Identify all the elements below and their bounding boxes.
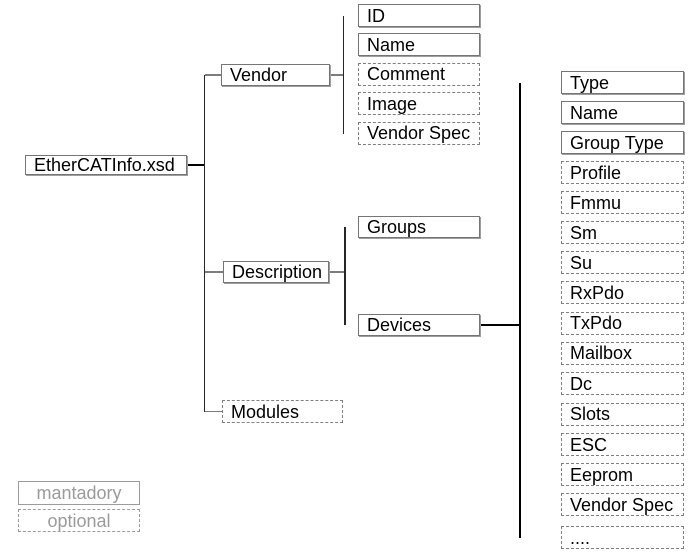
node-txpdo: TxPdo xyxy=(561,311,684,335)
node-comment: Comment xyxy=(358,62,480,86)
node-slots: Slots xyxy=(561,402,684,426)
connector-devices-to-children xyxy=(480,323,520,327)
node-device-name: Name xyxy=(561,101,684,124)
trunk-devices-children xyxy=(518,82,521,538)
node-ellipsis: .... xyxy=(561,526,684,549)
node-ethercatinfo-xsd: EtherCATInfo.xsd xyxy=(25,155,187,175)
node-devices: Devices xyxy=(358,314,480,336)
legend-mandatory: mantadory xyxy=(18,481,140,505)
node-vendor-name: Name xyxy=(358,33,480,56)
legend-optional: optional xyxy=(18,509,140,532)
connector-vendor-to-children xyxy=(330,74,343,76)
trunk-description-children xyxy=(344,227,346,325)
node-modules: Modules xyxy=(222,400,343,423)
node-profile: Profile xyxy=(561,161,684,184)
node-dc: Dc xyxy=(561,372,684,395)
node-sm: Sm xyxy=(561,221,684,244)
node-vendor-spec: Vendor Spec xyxy=(358,121,480,145)
node-device-type: Type xyxy=(561,71,684,94)
connector-description-to-children xyxy=(329,271,345,273)
node-esc: ESC xyxy=(561,433,684,456)
node-image: Image xyxy=(358,92,480,115)
trunk-vendor-children xyxy=(342,15,345,134)
stub-description xyxy=(205,271,223,273)
node-su: Su xyxy=(561,251,684,274)
node-fmmu: Fmmu xyxy=(561,191,684,214)
node-description: Description xyxy=(223,261,329,283)
node-vendor: Vendor xyxy=(221,64,330,86)
stub-vendor xyxy=(205,74,221,76)
connector-root-to-trunk xyxy=(187,163,204,167)
stub-modules xyxy=(205,410,222,413)
node-device-vendor-spec: Vendor Spec xyxy=(561,493,684,516)
node-mailbox: Mailbox xyxy=(561,341,684,365)
node-eeprom: Eeprom xyxy=(561,463,684,486)
node-id: ID xyxy=(358,4,480,27)
node-group-type: Group Type xyxy=(561,131,684,154)
trunk-root-children xyxy=(203,74,206,412)
node-rxpdo: RxPdo xyxy=(561,281,684,304)
node-groups: Groups xyxy=(358,216,480,238)
